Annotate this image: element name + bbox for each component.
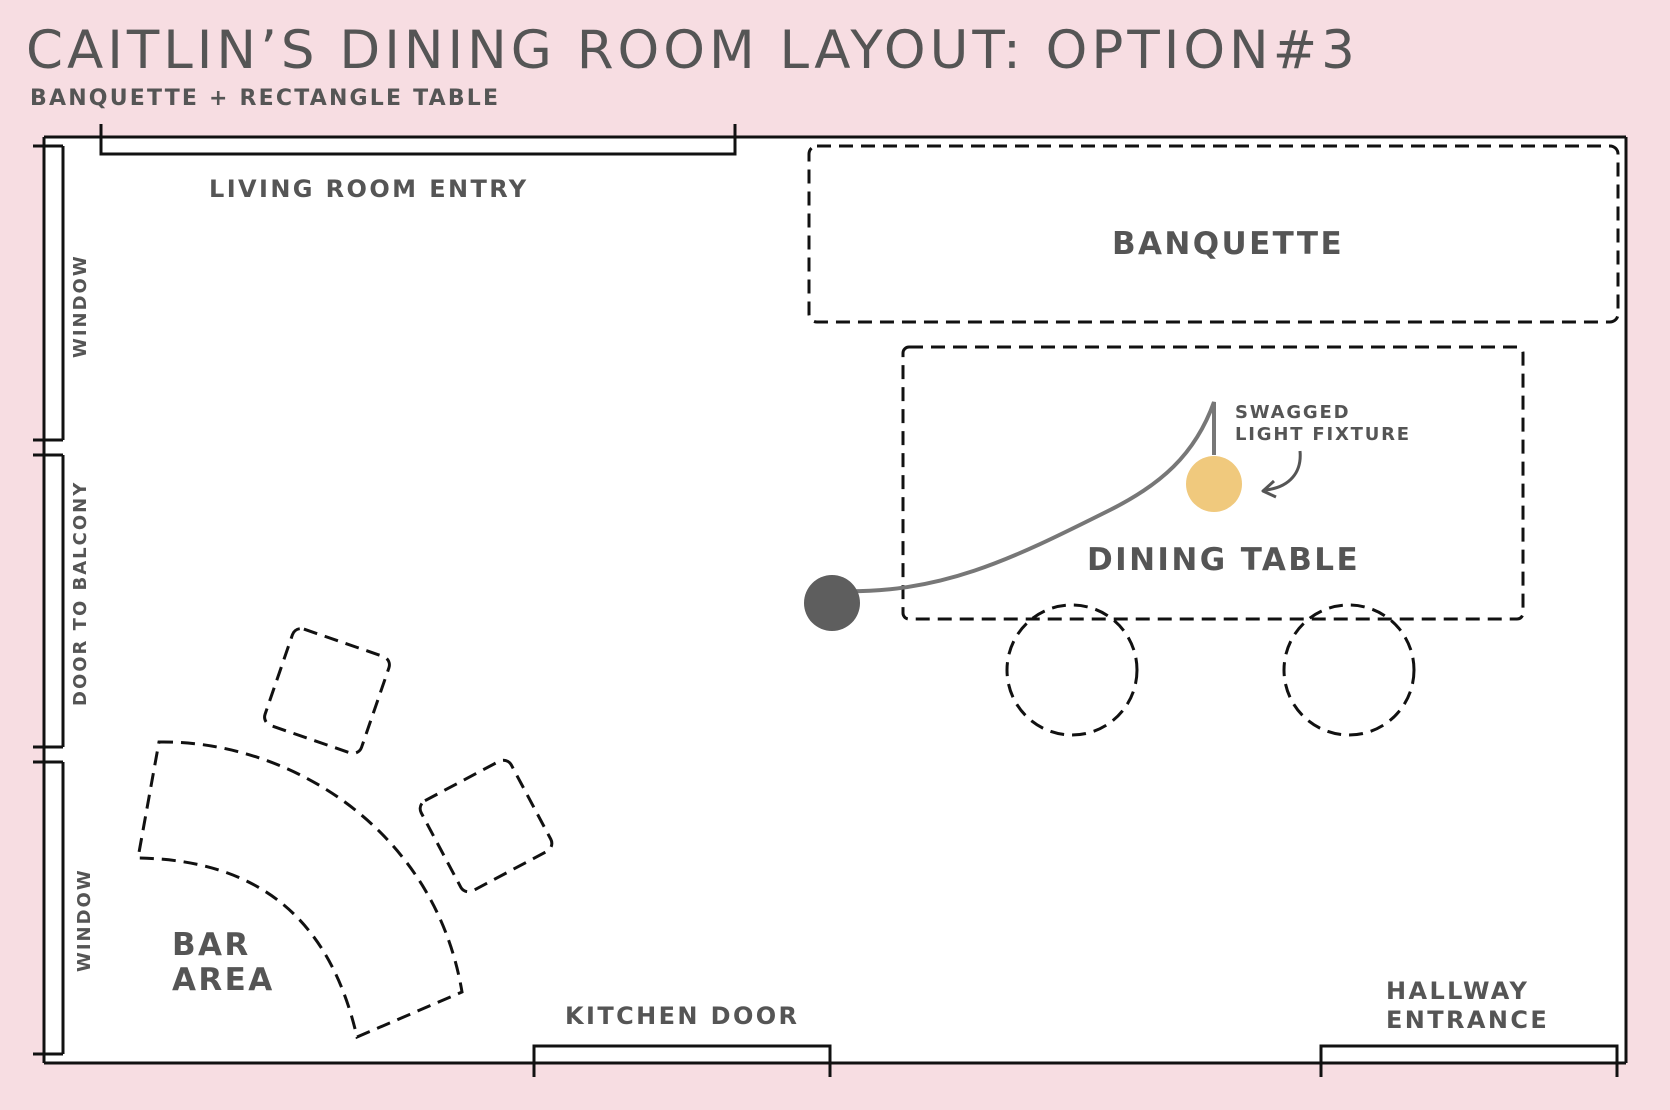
window-top-label: WINDOW bbox=[70, 254, 91, 358]
bar-stool-lower bbox=[418, 758, 554, 894]
window-bottom-label: WINDOW bbox=[74, 868, 95, 972]
banquette-label: BANQUETTE bbox=[1112, 226, 1344, 262]
outlet-icon bbox=[804, 575, 860, 631]
hallway-entrance-label-line1: HALLWAY bbox=[1386, 977, 1529, 1005]
page-subtitle: BANQUETTE + RECTANGLE TABLE bbox=[30, 86, 500, 111]
light-fixture-cord bbox=[832, 401, 1216, 594]
door-to-balcony-label: DOOR TO BALCONY bbox=[70, 481, 91, 706]
kitchen-door-opening bbox=[532, 1044, 832, 1077]
bar-area-label-line1: BAR bbox=[172, 927, 251, 963]
light-bulb-icon bbox=[1186, 456, 1242, 512]
living-room-entry-opening bbox=[99, 124, 737, 156]
bar-counter-outline bbox=[136, 740, 464, 1040]
curved-arrow-icon bbox=[1265, 450, 1302, 492]
hallway-entrance-opening bbox=[1319, 1044, 1619, 1077]
banquette-outline bbox=[807, 144, 1620, 324]
light-fixture-label-line2: LIGHT FIXTURE bbox=[1235, 424, 1411, 445]
page-title: CAITLIN’S DINING ROOM LAYOUT: OPTION#3 bbox=[26, 20, 1359, 81]
light-fixture-label-line1: SWAGGED bbox=[1235, 402, 1350, 423]
kitchen-door-label: KITCHEN DOOR bbox=[565, 1002, 799, 1030]
bar-stool-upper bbox=[263, 627, 391, 755]
bar-area-label-line2: AREA bbox=[172, 962, 275, 998]
dining-table-outline bbox=[901, 345, 1525, 621]
dining-chair-right bbox=[1282, 603, 1416, 737]
dining-chair-left bbox=[1005, 603, 1139, 737]
dining-table-label: DINING TABLE bbox=[1087, 542, 1360, 578]
hallway-entrance-label-line2: ENTRANCE bbox=[1386, 1006, 1549, 1034]
arrow-head bbox=[1261, 479, 1277, 499]
left-wall-openings bbox=[33, 144, 65, 1056]
living-room-entry-label: LIVING ROOM ENTRY bbox=[209, 175, 529, 203]
room-walls bbox=[42, 135, 1628, 1065]
